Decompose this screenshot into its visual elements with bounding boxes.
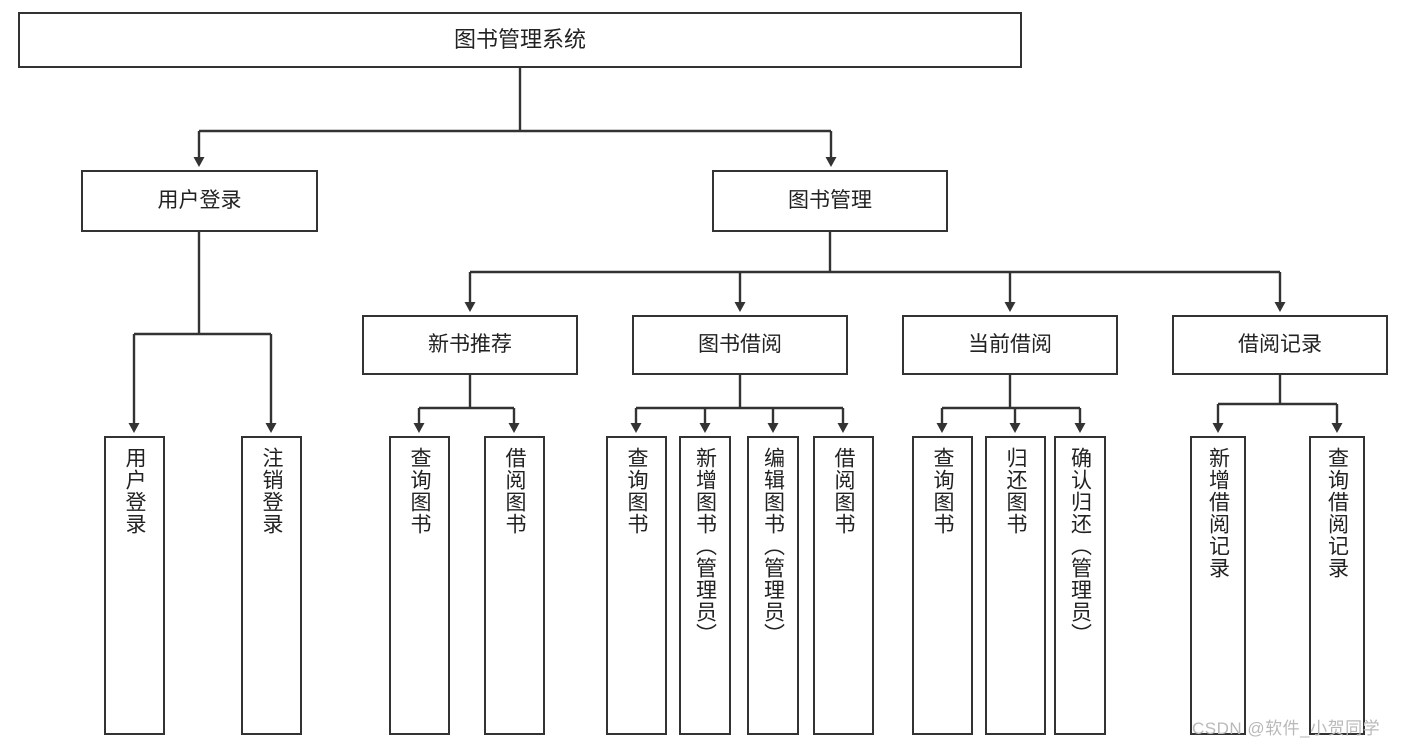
leaf-add-borrow-record-label: 新增借阅记录 [1206,447,1230,579]
csdn-watermark: CSDN @软件_小贺同学 [1192,719,1381,738]
node-new-book-recommend-label: 新书推荐 [428,332,512,356]
leaf-query-book-current-label: 查询图书 [931,447,954,535]
leaf-query-book-borrow-label: 查询图书 [625,447,648,535]
node-current-borrow-label: 当前借阅 [968,332,1052,356]
node-book-management-label: 图书管理 [788,188,872,212]
node-book-borrow[interactable]: 图书借阅 [632,315,848,375]
leaf-confirm-return-admin[interactable]: 确认归还（管理员） [1054,436,1106,735]
node-borrow-record[interactable]: 借阅记录 [1172,315,1388,375]
node-book-borrow-label: 图书借阅 [698,332,782,356]
node-root[interactable]: 图书管理系统 [18,12,1022,68]
leaf-borrow-book-recommend-label: 借阅图书 [503,447,526,535]
leaf-return-book[interactable]: 归还图书 [985,436,1046,735]
leaf-query-book-borrow[interactable]: 查询图书 [606,436,667,735]
leaf-query-book-recommend[interactable]: 查询图书 [389,436,450,735]
node-book-management[interactable]: 图书管理 [712,170,948,232]
node-user-login-label: 用户登录 [157,188,242,212]
leaf-return-book-label: 归还图书 [1004,447,1027,535]
node-new-book-recommend[interactable]: 新书推荐 [362,315,578,375]
leaf-edit-book-admin-label: 编辑图书（管理员） [761,447,785,645]
node-root-label: 图书管理系统 [453,27,586,53]
node-user-login[interactable]: 用户登录 [81,170,318,232]
leaf-query-borrow-record[interactable]: 查询借阅记录 [1309,436,1365,735]
leaf-user-login-label: 用户登录 [123,447,146,535]
leaf-user-login[interactable]: 用户登录 [104,436,165,735]
leaf-borrow-book[interactable]: 借阅图书 [813,436,874,735]
leaf-borrow-book-label: 借阅图书 [832,447,855,535]
node-current-borrow[interactable]: 当前借阅 [902,315,1118,375]
leaf-confirm-return-admin-label: 确认归还（管理员） [1068,447,1092,645]
leaf-add-book-admin-label: 新增图书（管理员） [693,447,717,645]
node-borrow-record-label: 借阅记录 [1238,332,1322,356]
leaf-add-borrow-record[interactable]: 新增借阅记录 [1190,436,1246,735]
leaf-edit-book-admin[interactable]: 编辑图书（管理员） [747,436,799,735]
leaf-query-book-recommend-label: 查询图书 [408,447,431,535]
leaf-add-book-admin[interactable]: 新增图书（管理员） [679,436,731,735]
leaf-logout-label: 注销登录 [260,447,283,535]
leaf-borrow-book-recommend[interactable]: 借阅图书 [484,436,545,735]
leaf-query-borrow-record-label: 查询借阅记录 [1325,447,1349,579]
leaf-logout[interactable]: 注销登录 [241,436,302,735]
leaf-query-book-current[interactable]: 查询图书 [912,436,973,735]
